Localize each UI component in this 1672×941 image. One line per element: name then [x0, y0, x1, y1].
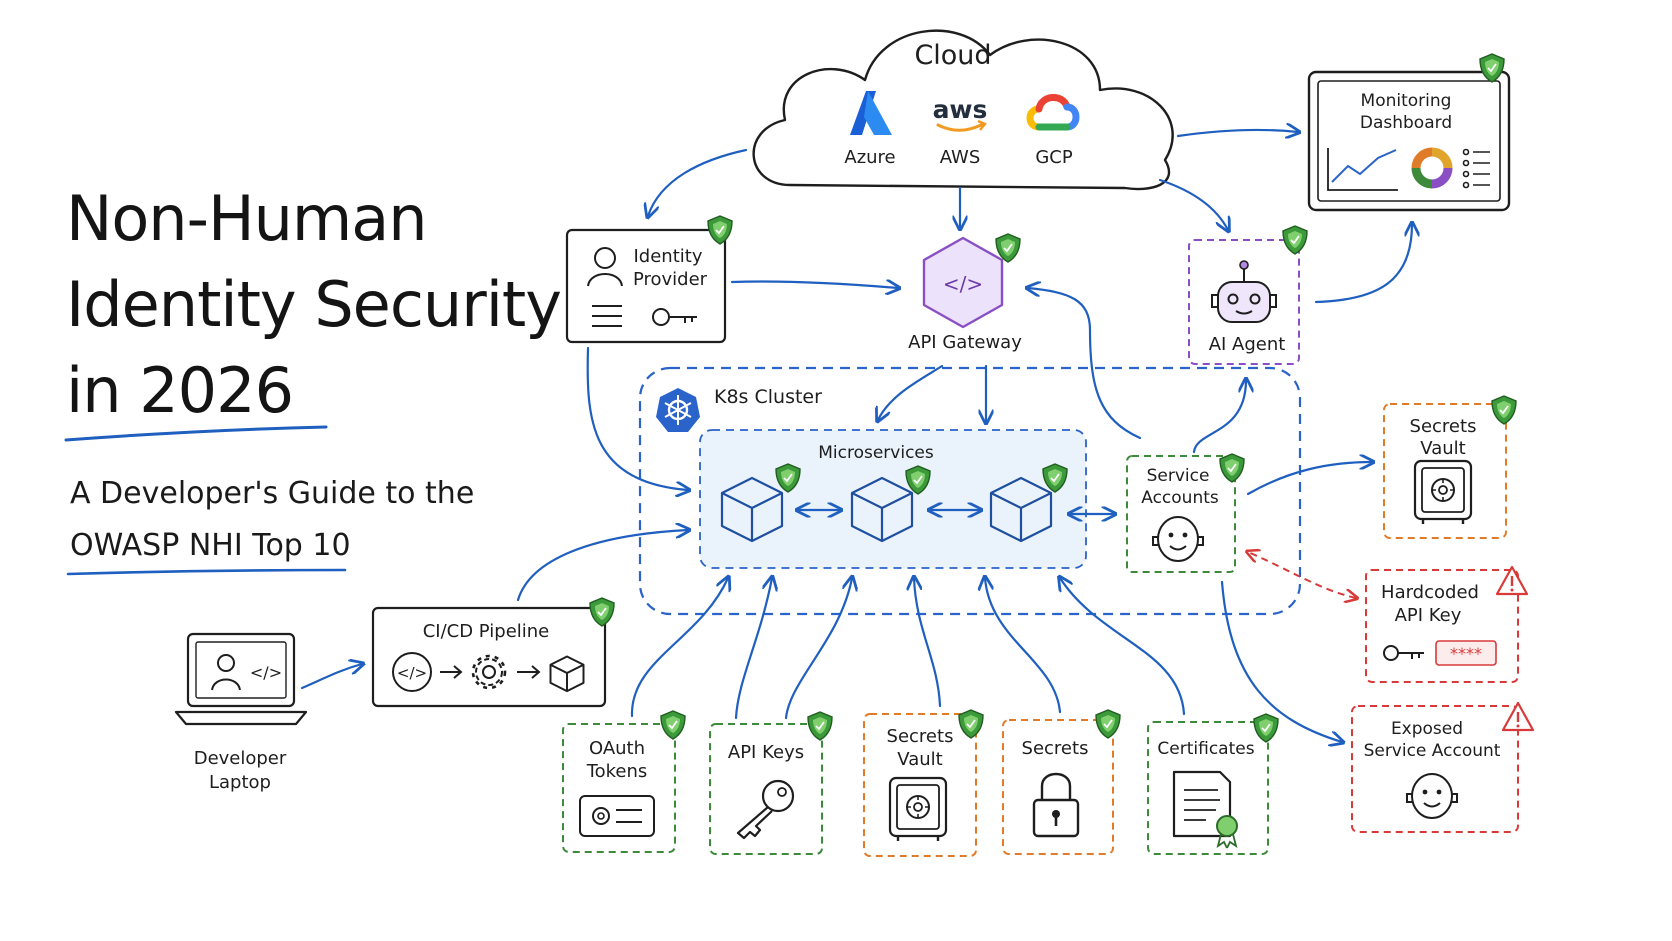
hardcoded-api-key-box: Hardcoded API Key **** [1365, 565, 1529, 683]
cloud-label: Cloud [914, 40, 991, 71]
user-icon [217, 654, 235, 672]
identity-provider-box: Identity Provider [565, 215, 733, 344]
cicd-label: CI/CD Pipeline [423, 621, 550, 642]
masked-key-text: **** [1450, 644, 1482, 663]
oauth-line-2: Tokens [586, 761, 648, 782]
monitoring-line-1: Monitoring [1361, 91, 1452, 111]
title-underline [64, 425, 328, 442]
arrow-right-icon [517, 665, 541, 679]
secrets-vault-bottom-line-1: Secrets [887, 726, 954, 747]
title-line-2: Identity Security [66, 268, 562, 341]
certificates-box: Certificates [1147, 713, 1279, 855]
certificates-label: Certificates [1157, 739, 1254, 759]
secrets-vault-bottom-box: Secrets Vault [863, 709, 984, 857]
subtitle-line-1: A Developer's Guide to the [70, 476, 475, 511]
laptop-line-2: Laptop [209, 772, 271, 793]
azure-logo-icon [850, 91, 892, 135]
code-icon: </> [392, 652, 432, 692]
microservices-label: Microservices [818, 443, 934, 463]
hardcoded-line-2: API Key [1395, 605, 1462, 626]
ai-agent-box: AI Agent [1188, 225, 1308, 365]
monitoring-line-2: Dashboard [1360, 113, 1452, 133]
oauth-line-1: OAuth [589, 738, 645, 759]
service-accounts-line-1: Service [1147, 466, 1210, 486]
title-line-1: Non-Human [66, 182, 428, 255]
robot-icon [1211, 260, 1277, 323]
k8s-label: K8s Cluster [714, 386, 822, 408]
certificate-icon [1172, 770, 1238, 849]
exposed-line-1: Exposed [1391, 719, 1463, 739]
gear-icon [471, 654, 507, 690]
api-keys-box: API Keys [709, 711, 833, 855]
key-icon [736, 779, 795, 840]
donut-chart-icon [1411, 147, 1453, 189]
api-gateway-node: </> API Gateway [908, 233, 1022, 353]
gcp-logo-icon [1026, 94, 1080, 131]
svg-text:</>: </> [397, 664, 427, 682]
key-icon [1383, 645, 1424, 661]
list-lines-icon [592, 305, 622, 327]
gcp-label: GCP [1035, 147, 1073, 168]
padlock-icon [1032, 772, 1080, 838]
developer-laptop: </> Developer Laptop [174, 632, 308, 793]
list-icon [1462, 148, 1490, 189]
ai-agent-label: AI Agent [1209, 334, 1286, 355]
shield-icon [1282, 225, 1308, 255]
secrets-box: Secrets [1002, 709, 1121, 855]
k8s-cluster-group: K8s Cluster Microservices [638, 366, 1302, 616]
oauth-tokens-box: OAuth Tokens [562, 710, 686, 853]
code-icon: </> [943, 272, 983, 296]
secrets-vault-right-box: Secrets Vault [1383, 395, 1517, 539]
secrets-label: Secrets [1022, 738, 1089, 759]
aws-label: AWS [940, 147, 981, 168]
service-accounts-box: Service Accounts [1126, 453, 1245, 573]
secrets-vault-bottom-line-2: Vault [897, 749, 942, 770]
identity-provider-line-1: Identity [634, 246, 703, 267]
line-chart-icon [1327, 148, 1398, 191]
api-gateway-label: API Gateway [908, 332, 1022, 353]
monitoring-dashboard-box: Monitoring Dashboard [1307, 53, 1511, 212]
identity-provider-line-2: Provider [633, 269, 708, 290]
cloud-shape [752, 29, 1174, 191]
code-icon: </> [250, 663, 282, 682]
laptop-line-1: Developer [194, 748, 287, 769]
exposed-line-2: Service Account [1364, 741, 1501, 761]
aws-logo-text: aws [933, 95, 988, 124]
service-accounts-line-2: Accounts [1141, 488, 1219, 508]
cicd-pipeline-box: CI/CD Pipeline </> [371, 597, 615, 708]
secrets-vault-right-line-2: Vault [1420, 438, 1465, 459]
token-card-icon [579, 795, 655, 837]
cloud-group: Cloud Azure aws AWS GCP [752, 29, 1174, 191]
subtitle-line-2: OWASP NHI Top 10 [70, 528, 351, 563]
connector-arrows [300, 130, 1412, 742]
user-icon [587, 247, 623, 287]
secrets-vault-right-line-1: Secrets [1410, 416, 1477, 437]
hardcoded-line-1: Hardcoded [1381, 582, 1479, 603]
arrow-right-icon [440, 665, 463, 679]
subtitle-underline [66, 568, 347, 576]
title-line-3: in 2026 [66, 354, 294, 427]
api-keys-label: API Keys [728, 742, 804, 763]
aws-logo-icon: aws [933, 95, 988, 132]
microservices-box [699, 429, 1087, 569]
key-icon [652, 308, 697, 326]
exposed-service-account-box: Exposed Service Account [1351, 701, 1535, 833]
kubernetes-icon [656, 388, 700, 432]
azure-label: Azure [844, 147, 895, 168]
risk-arrow [1248, 552, 1356, 598]
package-icon [549, 655, 585, 693]
